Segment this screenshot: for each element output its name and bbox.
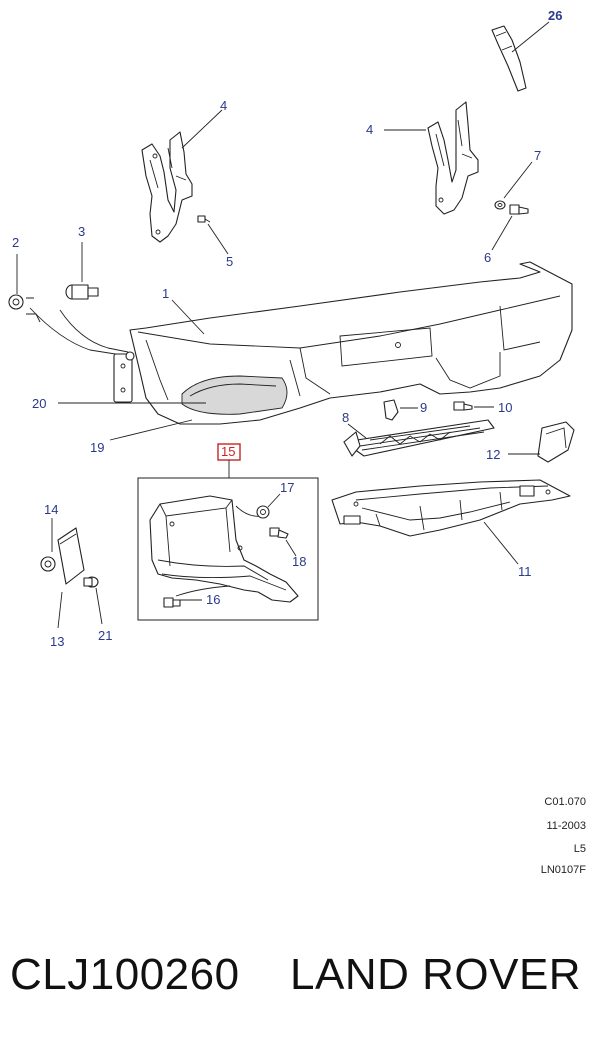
part-14-plate (51, 518, 85, 585)
part-7-nut (494, 161, 533, 210)
callout-14: 14 (44, 502, 58, 517)
brand-name: LAND ROVER (290, 950, 582, 999)
part-2-grommet (8, 254, 41, 323)
part-number: CLJ100260 (10, 950, 240, 999)
callout-17: 17 (280, 480, 294, 495)
callout-8: 8 (342, 410, 349, 425)
part-11-undertray (331, 479, 571, 565)
leader-19 (109, 419, 193, 441)
part-16-screw (163, 597, 202, 608)
callout-3: 3 (78, 224, 85, 239)
drawing-code: L5 (573, 843, 586, 855)
callout-6: 6 (484, 250, 491, 265)
callout-20: 20 (32, 396, 46, 411)
callout-13: 13 (50, 634, 64, 649)
drawing-number: LN0107F (540, 864, 586, 876)
callout-4-left: 4 (220, 98, 227, 113)
callout-19: 19 (90, 440, 104, 455)
drawing-date: 11-2003 (546, 820, 586, 832)
drawing-reference: C01.070 (544, 796, 586, 808)
callout-12: 12 (486, 447, 500, 462)
callout-21: 21 (98, 628, 112, 643)
callout-labels: 26 4 4 7 2 3 5 6 1 20 9 10 8 19 15 12 17… (12, 8, 562, 649)
part-4-left-bracket (141, 109, 223, 243)
part-26-trim-strip (491, 21, 550, 92)
part-6-bolt (491, 204, 529, 251)
callout-7: 7 (534, 148, 541, 163)
part-15-assembly (137, 443, 319, 621)
part-4-right-bracket (384, 101, 479, 215)
part-17-nut (256, 493, 281, 519)
callout-10: 10 (498, 400, 512, 415)
callout-26: 26 (548, 8, 562, 23)
callout-16: 16 (206, 592, 220, 607)
part-21-screw (83, 576, 103, 625)
part-8-grille (343, 419, 495, 457)
part-12-cover (508, 421, 575, 463)
callout-9: 9 (420, 400, 427, 415)
callout-1: 1 (162, 286, 169, 301)
callout-11: 11 (518, 564, 532, 579)
callout-5: 5 (226, 254, 233, 269)
callout-4-right: 4 (366, 122, 373, 137)
part-10-screw (453, 401, 494, 411)
footer: CLJ100260 LAND ROVER (0, 940, 600, 1020)
parts-diagram: 26 4 4 7 2 3 5 6 1 20 9 10 8 19 15 12 17… (8, 8, 575, 649)
part-5-screw (197, 215, 229, 255)
callout-15: 15 (221, 444, 235, 459)
part-9-clip (383, 399, 418, 421)
part-18-screw (269, 527, 297, 557)
part-3-sensor (29, 242, 129, 357)
part-13-grommet (40, 556, 63, 629)
part-1-bumper (113, 261, 573, 425)
callout-2: 2 (12, 235, 19, 250)
callout-18: 18 (292, 554, 306, 569)
